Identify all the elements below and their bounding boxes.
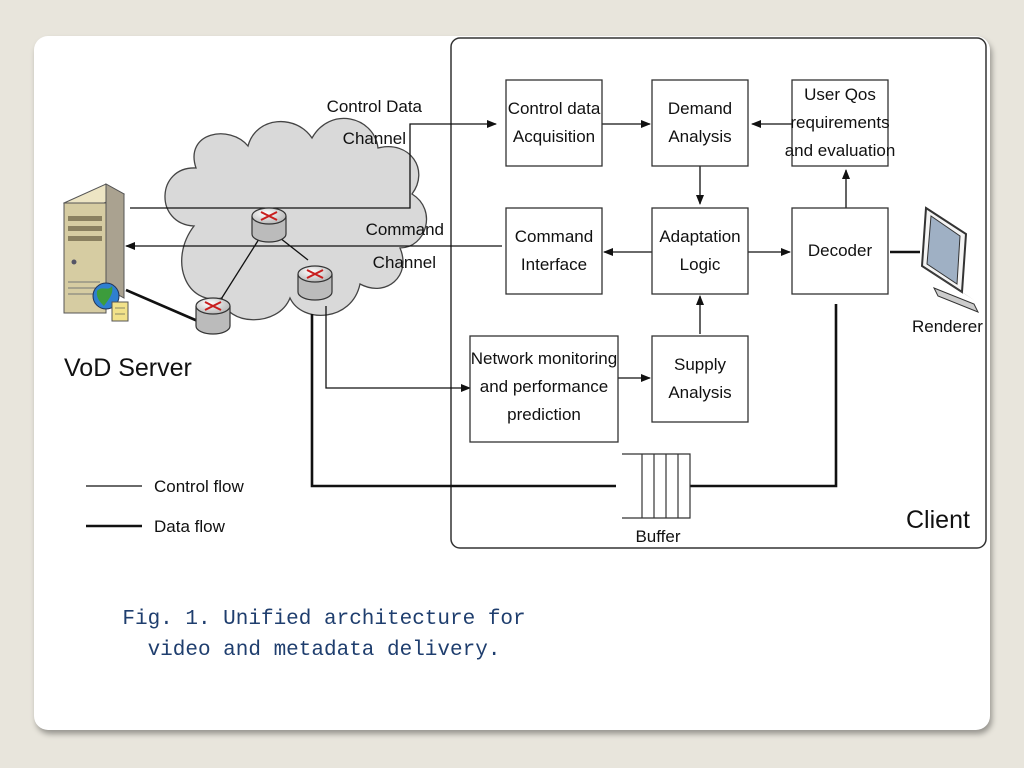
network-monitoring-box <box>469 335 619 443</box>
supply-analysis-label: Supply <box>674 355 726 374</box>
command-interface-label: Interface <box>521 255 587 274</box>
control-data-channel-label: Control Data <box>327 97 423 116</box>
vod-server-icon <box>62 183 129 322</box>
command-channel-label: Command <box>366 220 444 239</box>
control-data-acquisition-box <box>505 79 603 167</box>
buffer-icon <box>622 453 691 519</box>
demand-analysis-box <box>651 79 749 167</box>
legend-control-flow-label: Control flow <box>154 477 244 496</box>
router-icon <box>195 297 231 335</box>
decoder-label: Decoder <box>808 241 873 260</box>
figure-caption: Fig. 1. Unified architecture for video a… <box>114 604 534 666</box>
network-monitoring-label: and performance <box>480 377 609 396</box>
network-monitoring-label: Network monitoring <box>471 349 617 368</box>
user-qos-box <box>791 79 889 167</box>
user-qos-label: requirements <box>790 113 889 132</box>
architecture-diagram: Client VoD Server Renderer <box>62 37 987 549</box>
buffer-label: Buffer <box>635 527 680 546</box>
data-flow-to-buffer <box>310 314 616 488</box>
demand-analysis-label: Analysis <box>668 127 731 146</box>
slide: Client VoD Server Renderer <box>34 36 990 730</box>
adaptation-logic-label: Logic <box>680 255 721 274</box>
supply-analysis-box <box>651 335 749 423</box>
network-cloud <box>164 117 428 321</box>
command-interface-label: Command <box>515 227 593 246</box>
caption-line: Fig. 1. Unified architecture for <box>122 608 526 631</box>
adaptation-logic-box <box>651 207 749 295</box>
control-data-acquisition-label: Acquisition <box>513 127 595 146</box>
command-channel-label: Channel <box>373 253 436 272</box>
client-container <box>450 37 987 549</box>
renderer-label: Renderer <box>912 317 983 336</box>
data-flow-buffer-to-decoder <box>690 304 838 488</box>
supply-analysis-label: Analysis <box>668 383 731 402</box>
caption-line: video and metadata delivery. <box>147 639 501 662</box>
legend-data-flow-label: Data flow <box>154 517 226 536</box>
client-label: Client <box>906 506 970 534</box>
vod-server-label: VoD Server <box>64 354 192 382</box>
network-monitoring-label: prediction <box>507 405 581 424</box>
command-interface-box <box>505 207 603 295</box>
control-data-channel-label: Channel <box>343 129 406 148</box>
network-link <box>279 237 309 261</box>
control-data-acquisition-label: Control data <box>508 99 601 118</box>
decoder-box <box>791 207 889 295</box>
user-qos-label: User Qos <box>804 85 876 104</box>
demand-analysis-label: Demand <box>668 99 732 118</box>
user-qos-label: and evaluation <box>785 141 896 160</box>
router-icon <box>297 265 333 301</box>
data-flow-server-link <box>125 288 201 324</box>
renderer-monitor-icon <box>920 206 980 313</box>
adaptation-logic-label: Adaptation <box>659 227 740 246</box>
router-icon <box>251 207 287 243</box>
monitoring-link-line <box>325 306 471 392</box>
